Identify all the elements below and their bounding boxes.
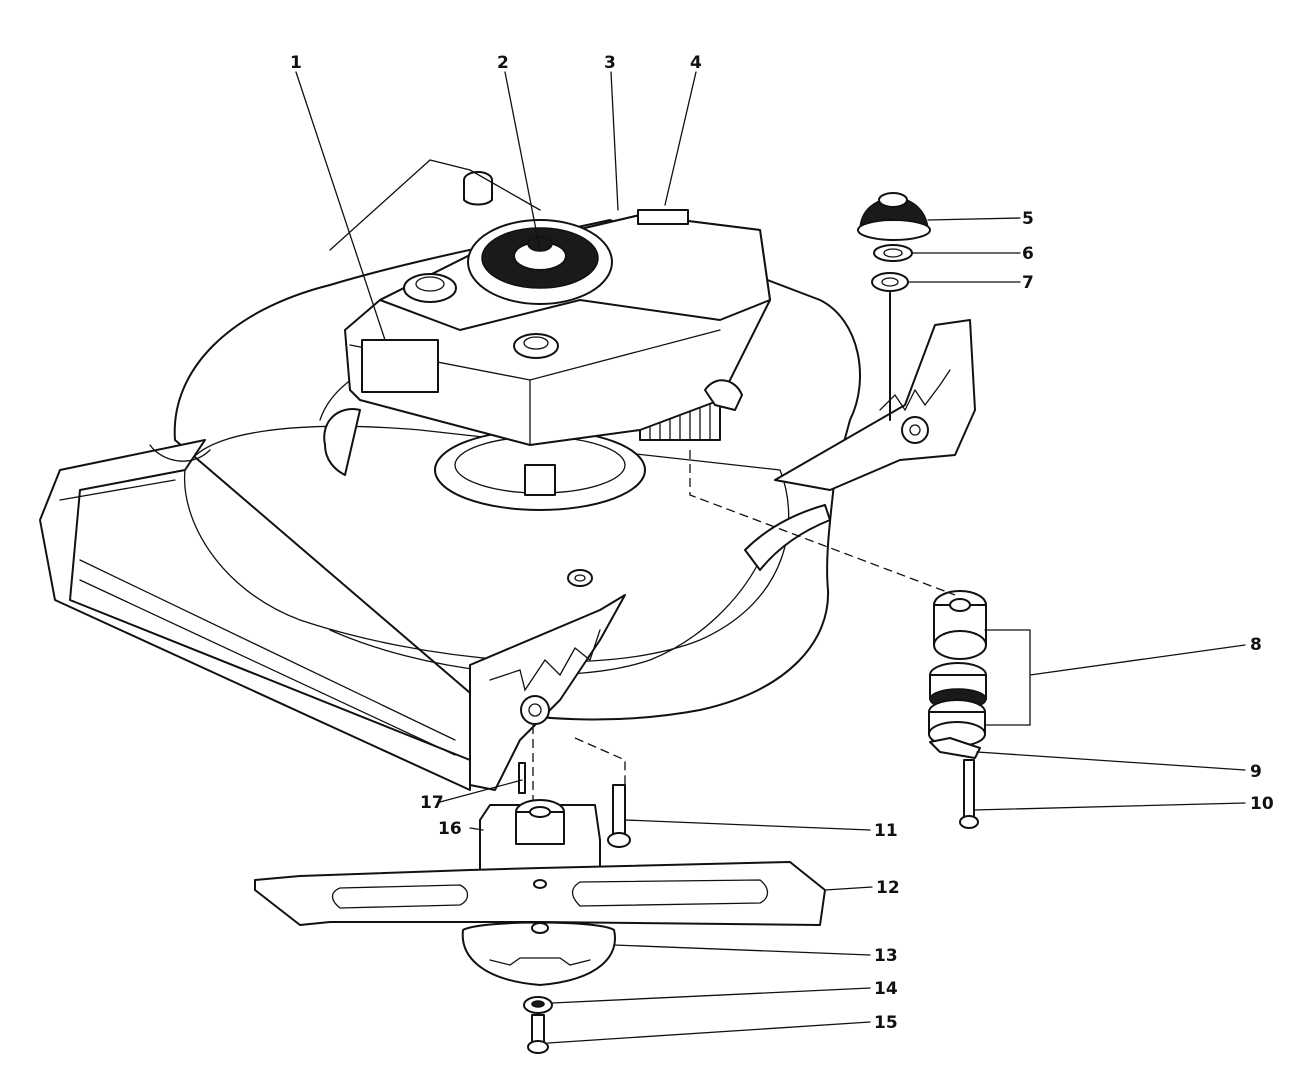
callout-8: 8 [1250,635,1262,655]
callout-6: 6 [1022,244,1034,264]
blade-support-disk [461,921,616,986]
callout-17: 17 [420,793,444,813]
blade-adapter [479,762,601,871]
engine-assembly [323,171,771,511]
callout-14: 14 [874,979,898,999]
callout-10: 10 [1250,794,1274,814]
wheel-cap-and-washers [857,192,931,421]
callout-2: 2 [497,53,509,73]
callout-16: 16 [438,819,462,839]
callout-15: 15 [874,1013,898,1033]
callout-5: 5 [1022,209,1034,229]
callout-7: 7 [1022,273,1034,293]
callout-4: 4 [690,53,702,73]
callout-9: 9 [1250,762,1262,782]
leader-lines [295,71,1246,1044]
callout-labels: 1 2 3 4 5 6 7 8 9 10 11 12 13 14 15 16 1… [290,53,1274,1033]
callout-13: 13 [874,946,898,966]
callout-11: 11 [874,821,898,841]
callout-3: 3 [604,53,616,73]
hardware-washer-screw-bolt [523,784,631,1054]
hidden-assembly-lines [532,450,956,800]
mower-blade [254,861,826,926]
callout-1: 1 [290,53,302,73]
callout-12: 12 [876,878,900,898]
wheel-adjuster-assembly [928,590,987,829]
